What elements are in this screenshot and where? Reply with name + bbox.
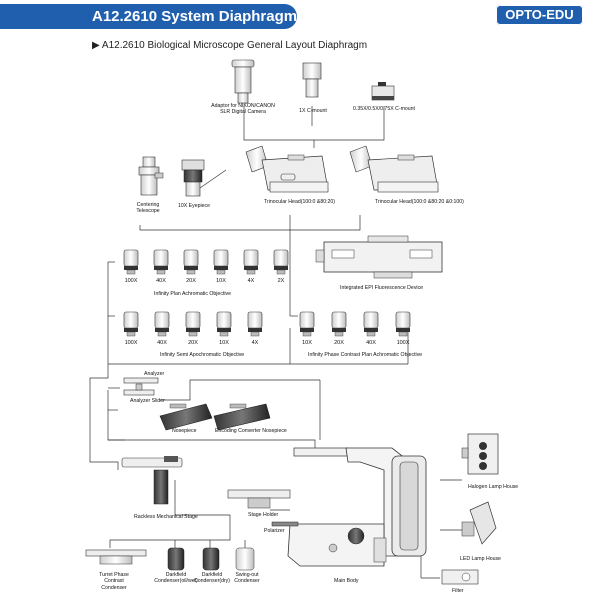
label-swing-out: Swing-out Condenser — [234, 572, 260, 585]
label-epi-fluorescence: Integrated EPI Fluorescence Device — [340, 285, 424, 291]
stage-holder — [227, 489, 291, 509]
objective-magnification-label: 10X — [216, 278, 226, 284]
phase-objective-group: 10X 20X 40X 100X — [299, 311, 411, 346]
label-phase-contrast: Infinity Phase Contrast Plan Achromatic … — [308, 352, 423, 358]
plan-objective-group: 100X 40X 20X 10X 4X 2X — [123, 249, 289, 284]
header-bar — [0, 4, 297, 29]
label-slr-adaptor: Adaptor for NIKON/CANON SLR Digital Came… — [211, 103, 275, 116]
label-mechanical-stage: Rackless Mechanical Stage — [134, 514, 198, 520]
objective-lens: 40X — [363, 311, 379, 346]
label-main-body: Main Body — [334, 578, 359, 584]
c-mount-reduced — [371, 82, 395, 101]
objective-magnification-label: 4X — [252, 340, 259, 346]
objective-lens: 100X — [395, 311, 411, 346]
label-turret-condenser: Turret Phase Contrast Condenser — [99, 572, 129, 591]
epi-fluorescence-device — [315, 235, 443, 279]
mechanical-stage — [121, 456, 183, 505]
label-darkfield-dry: Darkfield Condenser(dry) — [193, 572, 231, 585]
label-analyzer: Analyzer — [144, 371, 165, 377]
analyzer-slider — [123, 383, 155, 396]
trinocular-head-2 — [349, 145, 439, 193]
main-body — [287, 447, 427, 567]
objective-magnification-label: 10X — [219, 340, 229, 346]
polarizer — [271, 521, 299, 527]
label-eyepiece: 10X Eyepiece — [177, 203, 210, 209]
objective-magnification-label: 100X — [397, 340, 410, 346]
diagram-subtitle: ▶ A12.2610 Biological Microscope General… — [92, 40, 368, 51]
darkfield-condenser-dry — [202, 547, 220, 571]
objective-lens: 100X — [123, 249, 139, 284]
label-filter: Filter — [452, 588, 464, 594]
objective-lens: 100X — [123, 311, 139, 346]
objective-magnification-label: 20X — [186, 278, 196, 284]
objective-lens: 40X — [154, 311, 170, 346]
encoding-nosepiece — [213, 403, 271, 431]
objective-lens: 20X — [183, 249, 199, 284]
objective-magnification-label: 100X — [125, 340, 138, 346]
page-title: A12.2610 System Diaphragm — [92, 8, 298, 25]
objective-magnification-label: 20X — [334, 340, 344, 346]
label-semi-apochromatic: Infinity Semi Apochromatic Objective — [160, 352, 245, 358]
nosepiece — [159, 403, 213, 431]
slr-adaptor — [231, 59, 255, 104]
eyepiece — [181, 159, 205, 197]
filter — [441, 569, 479, 585]
label-trinocular-head-1: Trinocular Head(100:0 &80:20) — [264, 199, 336, 205]
swing-out-condenser — [235, 547, 255, 571]
label-polarizer: Polarizer — [264, 528, 285, 534]
label-darkfield-oil: Darkfield Condenser(oil/wet) — [154, 572, 198, 585]
objective-magnification-label: 10X — [302, 340, 312, 346]
objective-magnification-label: 2X — [278, 278, 285, 284]
objective-lens: 40X — [153, 249, 169, 284]
label-c-mount-reduced: 0.35X/0.5X/0.75X C-mount — [353, 106, 415, 112]
analyzer — [123, 377, 159, 384]
objective-lens: 20X — [331, 311, 347, 346]
objective-lens: 4X — [247, 311, 263, 346]
centering-telescope — [138, 156, 164, 196]
label-plan-achromatic: Infinity Plan Achromatic Objective — [154, 291, 231, 297]
label-encoding-nosepiece: Encoding Converter Nosepiece — [215, 428, 287, 434]
label-stage-holder: Stage Holder — [248, 512, 279, 518]
objective-lens: 10X — [216, 311, 232, 346]
objective-magnification-label: 40X — [366, 340, 376, 346]
objective-lens: 4X — [243, 249, 259, 284]
label-analyzer-slider: Analyzer Slider — [130, 398, 165, 404]
brand-logo: OPTO-EDU — [496, 5, 583, 25]
objective-lens: 10X — [299, 311, 315, 346]
led-lamp-house — [461, 501, 497, 545]
label-halogen-lamp: Halogen Lamp House — [468, 484, 519, 490]
label-c-mount-1x: 1X C-mount — [299, 108, 327, 114]
trinocular-head-1 — [245, 145, 329, 193]
c-mount-1x — [302, 62, 322, 98]
objective-magnification-label: 40X — [156, 278, 166, 284]
label-led-lamp: LED Lamp House — [460, 556, 501, 562]
objective-lens: 2X — [273, 249, 289, 284]
objective-magnification-label: 20X — [188, 340, 198, 346]
objective-lens: 10X — [213, 249, 229, 284]
halogen-lamp-house — [461, 433, 499, 475]
label-centering-telescope: Centering Telescope — [136, 202, 160, 215]
turret-condenser — [85, 549, 147, 565]
semi-objective-group: 100X 40X 20X 10X 4X — [123, 311, 263, 346]
objective-magnification-label: 40X — [157, 340, 167, 346]
objective-magnification-label: 4X — [248, 278, 255, 284]
label-trinocular-head-2: Trinocular Head(100:0 &80:20 &0:100) — [375, 199, 464, 205]
objective-magnification-label: 100X — [125, 278, 138, 284]
darkfield-condenser-oil — [167, 547, 185, 571]
objective-lens: 20X — [185, 311, 201, 346]
label-nosepiece: Nosepiece — [172, 428, 197, 434]
